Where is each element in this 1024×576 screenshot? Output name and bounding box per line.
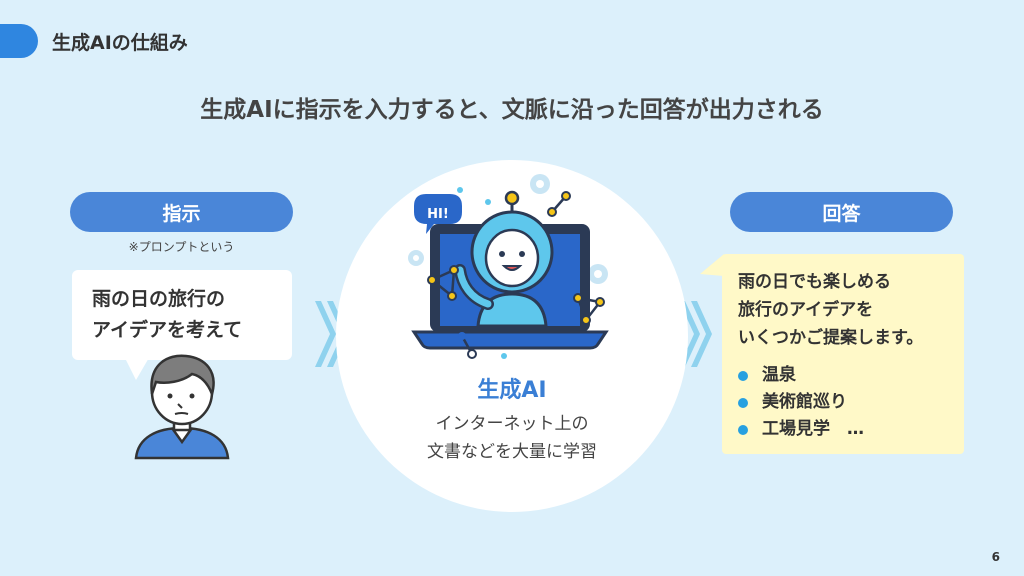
section-tab-marker	[0, 24, 38, 58]
answer-label-pill: 回答	[730, 192, 953, 232]
section-title: 生成AIの仕組み	[52, 32, 188, 54]
list-item: 温泉	[738, 362, 948, 389]
ai-description-line-2: 文書などを大量に学習	[427, 442, 597, 462]
bullet-icon	[738, 370, 748, 381]
ai-description-line-1: インターネット上の	[435, 414, 589, 434]
answer-line-1: 雨の日でも楽しめる	[738, 272, 891, 292]
instruction-label: 指示	[162, 202, 201, 225]
answer-box: 雨の日でも楽しめる 旅行のアイデアを いくつかご提案します。 温泉 美術館巡り …	[722, 254, 964, 454]
ai-description: インターネット上の 文書などを大量に学習	[336, 410, 688, 466]
answer-line-3: いくつかご提案します。	[738, 328, 924, 348]
bubble-tail-right-icon	[700, 254, 724, 276]
page-number: 6	[991, 550, 1000, 564]
bullet-icon	[738, 424, 748, 435]
instruction-label-pill: 指示	[70, 192, 293, 232]
ai-robot-laptop-icon	[408, 174, 609, 359]
person-icon	[134, 354, 230, 460]
bubble-tail-left-icon	[124, 356, 150, 380]
instruction-line-2: アイデアを考えて	[92, 319, 243, 341]
bullet-icon	[738, 397, 748, 408]
list-item: 工場見学 …	[738, 416, 948, 443]
answer-line-2: 旅行のアイデアを	[738, 300, 874, 320]
instruction-speech-bubble: 雨の日の旅行の アイデアを考えて	[72, 270, 292, 360]
list-item: 美術館巡り	[738, 389, 948, 416]
ai-name: 生成AI	[477, 378, 547, 403]
page-headline: 生成AIに指示を入力すると、文脈に沿った回答が出力される	[200, 97, 824, 123]
instruction-line-1: 雨の日の旅行の	[92, 288, 226, 310]
answer-label: 回答	[822, 202, 861, 225]
ai-speech-text: HI!	[427, 207, 449, 222]
prompt-note: ※プロンプトという	[128, 240, 235, 254]
answer-list: 温泉 美術館巡り 工場見学 …	[738, 362, 948, 443]
chevron-right-icon	[679, 301, 712, 367]
